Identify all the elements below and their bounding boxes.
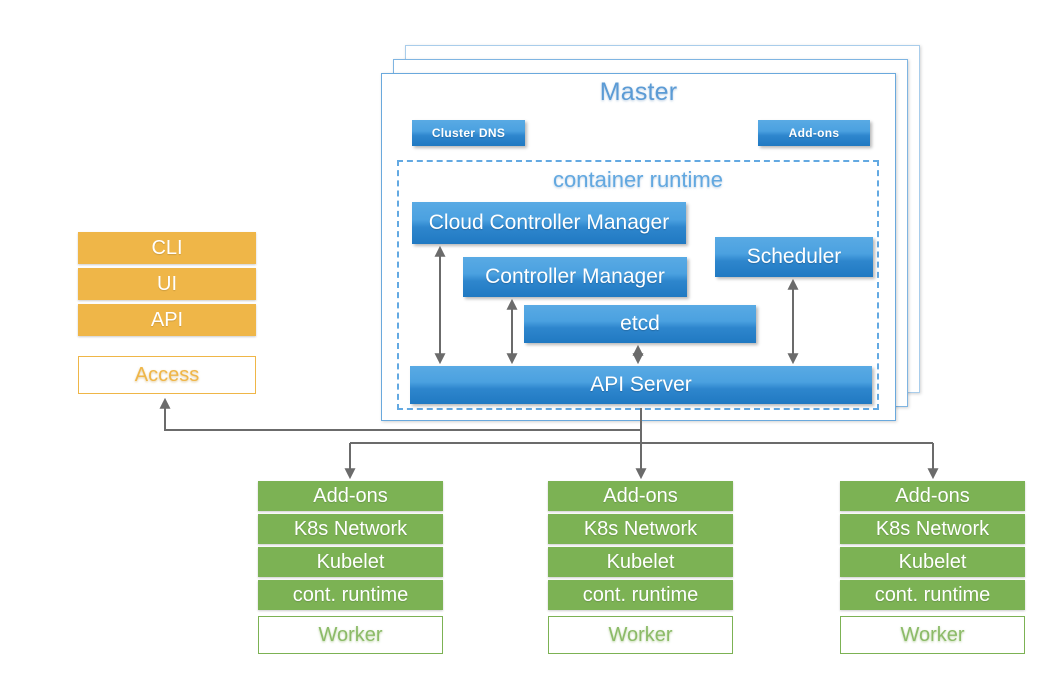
api-server-box[interactable]: API Server <box>410 366 872 404</box>
access-row-ui[interactable]: UI <box>78 268 256 300</box>
worker-3-footer: Worker <box>840 616 1025 654</box>
access-row-api[interactable]: API <box>78 304 256 336</box>
worker-1-row-addons[interactable]: Add-ons <box>258 481 443 511</box>
access-footer: Access <box>78 356 256 394</box>
container-runtime-label: container runtime <box>553 167 723 192</box>
worker-3-row-addons[interactable]: Add-ons <box>840 481 1025 511</box>
worker-2-footer: Worker <box>548 616 733 654</box>
worker-2-row-addons[interactable]: Add-ons <box>548 481 733 511</box>
worker-1-row-k8s-network[interactable]: K8s Network <box>258 514 443 544</box>
controller-manager-box[interactable]: Controller Manager <box>463 257 687 297</box>
access-row-cli[interactable]: CLI <box>78 232 256 264</box>
cloud-controller-manager-box[interactable]: Cloud Controller Manager <box>412 202 686 244</box>
worker-3-row-cont-runtime[interactable]: cont. runtime <box>840 580 1025 610</box>
etcd-box[interactable]: etcd <box>524 305 756 343</box>
worker-2-row-k8s-network[interactable]: K8s Network <box>548 514 733 544</box>
master-title: Master <box>599 78 678 106</box>
worker-3-row-k8s-network[interactable]: K8s Network <box>840 514 1025 544</box>
worker-1-row-cont-runtime[interactable]: cont. runtime <box>258 580 443 610</box>
scheduler-box[interactable]: Scheduler <box>715 237 873 277</box>
worker-2-row-kubelet[interactable]: Kubelet <box>548 547 733 577</box>
master-addons-box[interactable]: Add-ons <box>758 120 870 146</box>
cluster-dns-box[interactable]: Cluster DNS <box>412 120 525 146</box>
worker-3-row-kubelet[interactable]: Kubelet <box>840 547 1025 577</box>
worker-2-row-cont-runtime[interactable]: cont. runtime <box>548 580 733 610</box>
worker-1-row-kubelet[interactable]: Kubelet <box>258 547 443 577</box>
worker-1-footer: Worker <box>258 616 443 654</box>
